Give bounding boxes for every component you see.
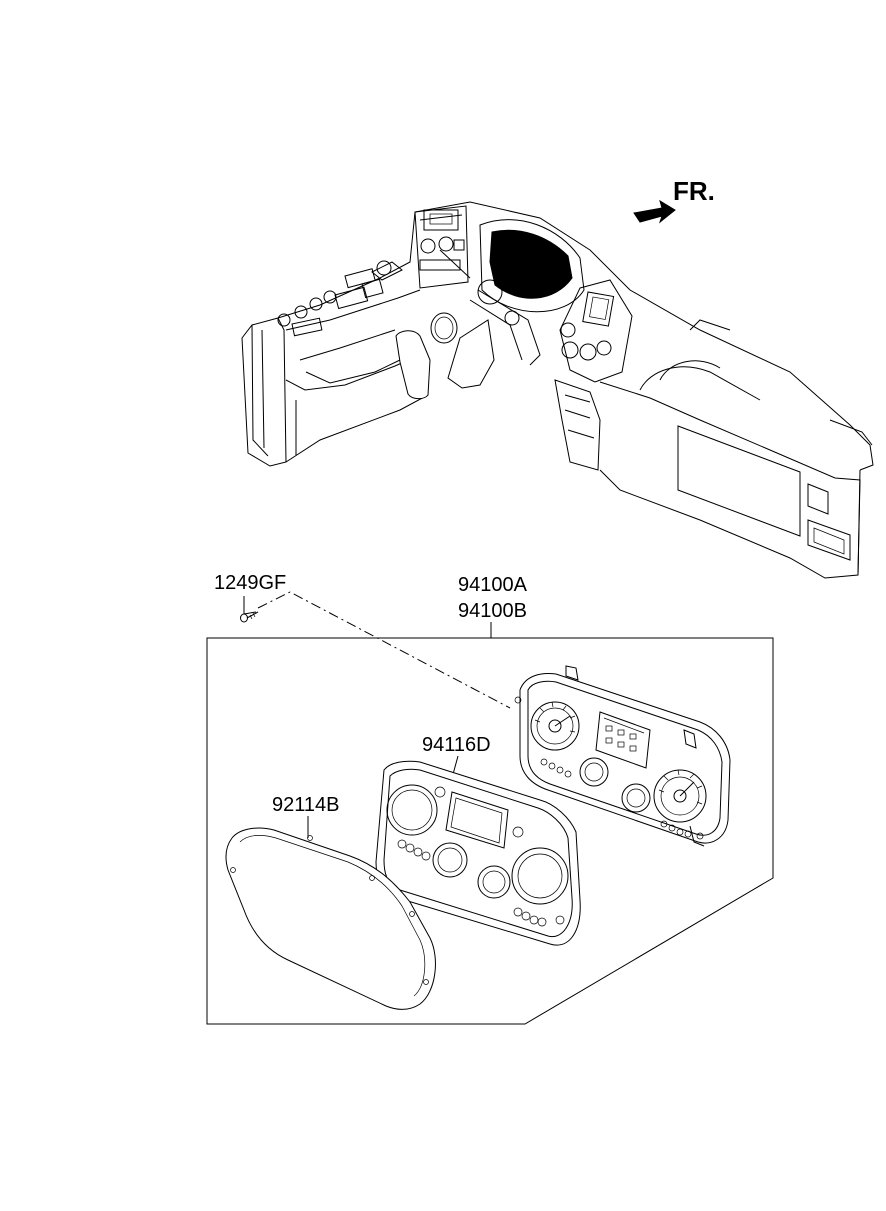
- label-cluster-assy-b: 94100B: [458, 600, 527, 622]
- instrument-cluster: [514, 665, 731, 847]
- cluster-highlight: [489, 229, 573, 299]
- label-glass-window: 92114B: [272, 794, 339, 816]
- label-face-plate: 94116D: [422, 734, 491, 756]
- glass-window: [225, 816, 436, 1010]
- face-plate: [375, 755, 581, 946]
- label-screw: 1249GF: [214, 572, 286, 594]
- label-cluster-assy-a: 94100A: [458, 574, 528, 596]
- direction-label: FR.: [673, 176, 715, 206]
- arrow-right-icon: [633, 199, 676, 224]
- assembly-frame: [206, 637, 774, 1025]
- direction-indicator: FR.: [633, 176, 715, 224]
- dashboard-illustration: [241, 201, 874, 579]
- screw-part: [240, 591, 511, 709]
